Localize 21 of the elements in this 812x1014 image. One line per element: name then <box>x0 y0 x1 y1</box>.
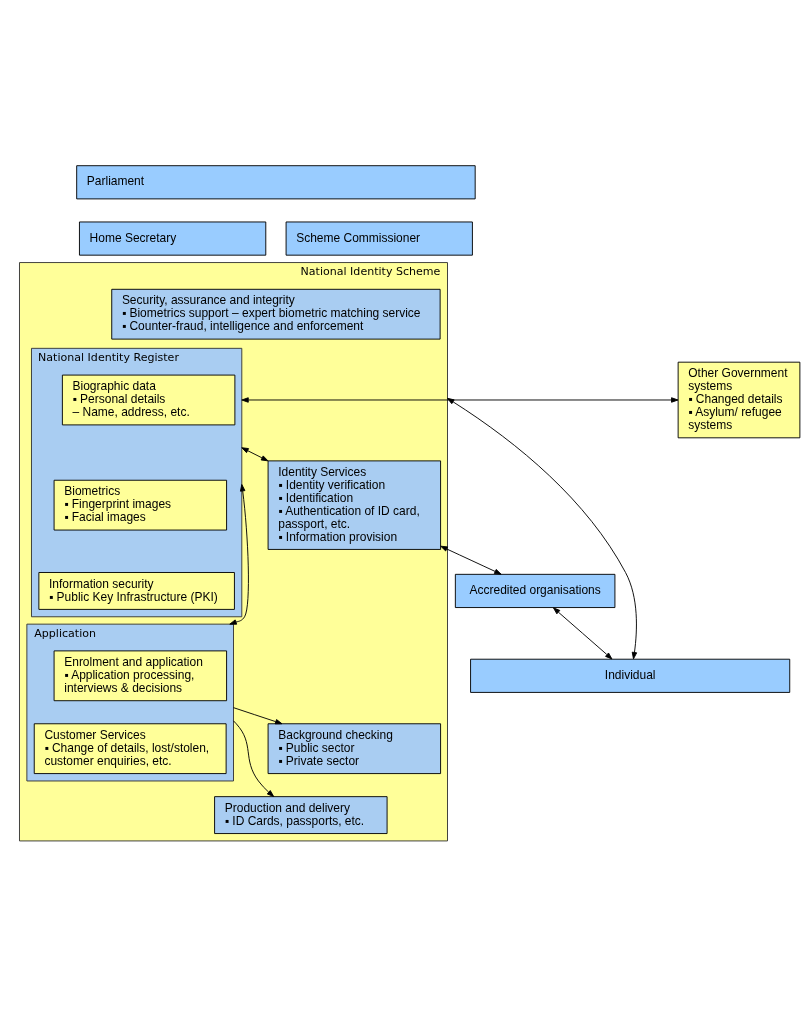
arrow <box>233 707 283 725</box>
node-box: Parliament <box>76 165 476 200</box>
node-box: Home Secretary <box>79 221 267 256</box>
arrow <box>241 447 269 462</box>
node-box: Accredited organisations <box>454 573 616 608</box>
node-box: Scheme Commissioner <box>285 221 473 256</box>
arrow <box>553 607 613 660</box>
node-box: Other Government systems ▪ Changed details ▪ Asylum/ refugee systems <box>677 361 801 439</box>
node-box: Enrolment and application ▪ Application processing, interviews & decisions <box>53 650 228 702</box>
arrow <box>440 545 502 575</box>
node-box: Biographic data ▪ Personal details – Name, address, etc. <box>61 374 236 426</box>
node-box: Identity Services ▪ Identity verification ▪ Identification ▪ Authentication of ID card, passport, etc. ▪ Information provision <box>267 460 442 550</box>
arrow <box>233 720 275 797</box>
node-box: Biometrics ▪ Fingerprint images ▪ Facial images <box>53 479 228 531</box>
node-box: Security, assurance and integrity ▪ Biometrics support – expert biometric matching service ▪ Counter-fraud, intelligence and enforcement <box>111 288 441 340</box>
node-box: Production and delivery ▪ ID Cards, passports, etc. <box>214 796 388 834</box>
arrow <box>229 484 249 625</box>
node-box: Customer Services ▪ Change of details, lost/stolen, customer enquiries, etc. <box>33 723 227 775</box>
node-box: Background checking ▪ Public sector ▪ Private sector <box>267 723 442 775</box>
node-box: Individual <box>470 658 791 693</box>
node-box: Information security ▪ Public Key Infrastructure (PKI) <box>38 572 235 610</box>
